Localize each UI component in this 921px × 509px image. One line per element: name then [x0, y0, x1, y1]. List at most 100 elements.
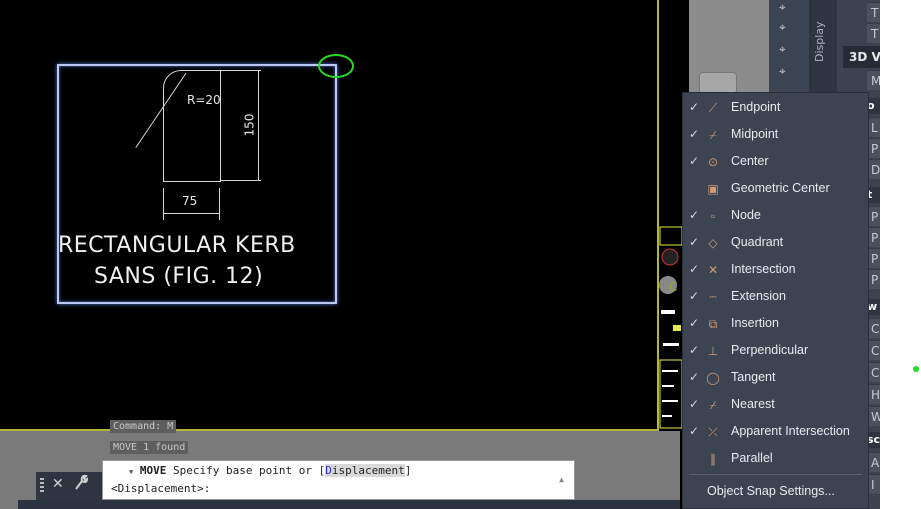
checkmark-icon: ✓ [689, 208, 700, 222]
osnap-item-endpoint[interactable]: ✓⟋Endpoint [683, 94, 868, 121]
apparent-intersection-icon: ⤫ [708, 425, 718, 439]
close-icon[interactable]: ✕ [52, 476, 64, 492]
geometric-center-icon: ▣ [707, 182, 719, 196]
autocad-window: R=20 150 75 RECTANGULAR KERB SANS (FIG. … [0, 0, 880, 509]
object-snap-menu: Object Snap Settings... ✓⟋Endpoint✓⌿Midp… [682, 92, 869, 509]
osnap-item-label: Nearest [731, 397, 775, 411]
property-row[interactable]: P [867, 138, 880, 158]
property-row[interactable]: P [867, 206, 880, 226]
osnap-item-tangent[interactable]: ✓ ◯ Tangent [683, 364, 868, 391]
command-default-prompt: <Displacement>: [111, 482, 211, 495]
navigation-toolbar: ⌖ ⌖ ⌖ ⌖ [769, 0, 809, 92]
command-history-line: Command: M [110, 420, 177, 433]
osnap-item-label: Parallel [731, 451, 773, 465]
history-scroll-up-icon[interactable]: ▲ [559, 475, 564, 484]
osnap-item-label: Apparent Intersection [731, 424, 850, 438]
quadrant-icon: ◇ [708, 236, 718, 250]
osnap-item-label: Extension [731, 289, 786, 303]
osnap-item-perpendicular[interactable]: ✓⊥Perpendicular [683, 337, 868, 364]
pointer-marker [913, 366, 919, 372]
tangent-icon: ◯ [706, 371, 720, 385]
radius-dimension: R=20 [187, 93, 221, 107]
osnap-item-geometric-center[interactable]: ▣ Geometric Center [683, 175, 868, 202]
osnap-item-label: Node [731, 208, 761, 222]
zoom-icon[interactable]: ⌖ [779, 64, 786, 78]
nearest-icon: ⌿ [709, 398, 717, 412]
checkmark-icon: ✓ [689, 127, 700, 141]
property-row[interactable]: I [867, 474, 880, 494]
property-row[interactable]: C [867, 318, 880, 338]
viewport-border [0, 429, 659, 431]
osnap-item-label: Tangent [731, 370, 776, 384]
orbit-icon[interactable]: ⌖ [779, 20, 786, 34]
command-line-handle[interactable]: ✕ [36, 472, 102, 500]
width-dimension-line [164, 213, 219, 214]
menu-separator [689, 474, 862, 475]
selected-block-frame[interactable] [57, 64, 337, 304]
display-tab-label: Display [813, 21, 826, 62]
property-row[interactable]: C [867, 340, 880, 360]
property-row[interactable]: W [867, 406, 880, 426]
osnap-item-label: Intersection [731, 262, 796, 276]
extension-icon: ┄ [709, 290, 717, 304]
osnap-item-label: Center [731, 154, 769, 168]
osnap-item-nearest[interactable]: ✓⌿Nearest [683, 391, 868, 418]
osnap-item-midpoint[interactable]: ✓⌿Midpoint [683, 121, 868, 148]
dim-extension-line [221, 180, 261, 181]
drawing-title-line2: SANS (FIG. 12) [94, 264, 264, 289]
title-block-thumbnail: C [659, 225, 683, 430]
property-row[interactable]: L [867, 117, 880, 137]
property-row[interactable]: A [867, 452, 880, 472]
snap-tracking-icon[interactable]: ⌖ [779, 42, 786, 56]
object-snap-settings-item[interactable]: Object Snap Settings... [707, 484, 835, 498]
osnap-item-label: Geometric Center [731, 181, 830, 195]
checkmark-icon: ✓ [689, 370, 700, 384]
osnap-item-extension[interactable]: ✓┄Extension [683, 283, 868, 310]
property-row[interactable]: T [867, 2, 880, 22]
osnap-item-node[interactable]: ✓▫Node [683, 202, 868, 229]
property-row[interactable]: P [867, 227, 880, 247]
property-section-header[interactable]: sc [867, 432, 880, 448]
osnap-item-insertion[interactable]: ✓ ⧉ Insertion [683, 310, 868, 337]
command-name: MOVE [139, 464, 167, 477]
drawing-canvas[interactable]: R=20 150 75 RECTANGULAR KERB SANS (FIG. … [0, 0, 658, 430]
osnap-item-label: Midpoint [731, 127, 779, 141]
perpendicular-icon: ⊥ [707, 344, 719, 358]
display-tab[interactable]: Display [809, 0, 837, 92]
kerb-section-outline [163, 70, 221, 182]
osnap-item-label: Endpoint [731, 100, 781, 114]
osnap-item-apparent-intersection[interactable]: ✓ ⤫ Apparent Intersection [683, 418, 868, 445]
insertion-icon: ⧉ [708, 317, 718, 331]
property-row[interactable]: H [867, 384, 880, 404]
drag-grip-icon[interactable] [40, 478, 44, 494]
property-section-header[interactable]: o [867, 98, 880, 114]
property-section-header[interactable]: w [867, 299, 880, 315]
property-row[interactable]: P [867, 248, 880, 268]
palette-thumbnail[interactable] [699, 72, 737, 94]
property-row[interactable]: C [867, 362, 880, 382]
osnap-item-center[interactable]: ✓⊙Center [683, 148, 868, 175]
property-row[interactable]: P [867, 269, 880, 289]
viewport-border [657, 0, 659, 430]
wrench-icon[interactable] [74, 474, 88, 490]
osnap-item-parallel[interactable]: ∥Parallel [683, 445, 868, 472]
palette-area [689, 0, 769, 94]
option-displacement[interactable]: Displacement [325, 464, 405, 477]
pan-icon[interactable]: ⌖ [779, 0, 786, 14]
property-row[interactable]: T [867, 23, 880, 43]
osnap-item-label: Insertion [731, 316, 779, 330]
osnap-item-quadrant[interactable]: ✓◇Quadrant [683, 229, 868, 256]
property-section-header[interactable]: t [867, 187, 880, 203]
property-row[interactable]: D [867, 159, 880, 179]
property-row[interactable]: M [867, 70, 880, 90]
dim-extension-line [221, 70, 261, 71]
command-line-input[interactable]: ▼ MOVE Specify base point or [Displaceme… [102, 460, 575, 500]
svg-text:C: C [669, 280, 677, 294]
osnap-item-intersection[interactable]: ✓✕Intersection [683, 256, 868, 283]
checkmark-icon: ✓ [689, 316, 700, 330]
view-3d-section-header[interactable]: 3D V [843, 46, 880, 68]
grip-highlight-circle [318, 54, 354, 78]
checkmark-icon: ✓ [689, 235, 700, 249]
checkmark-icon: ✓ [689, 262, 700, 276]
checkmark-icon: ✓ [689, 424, 700, 438]
